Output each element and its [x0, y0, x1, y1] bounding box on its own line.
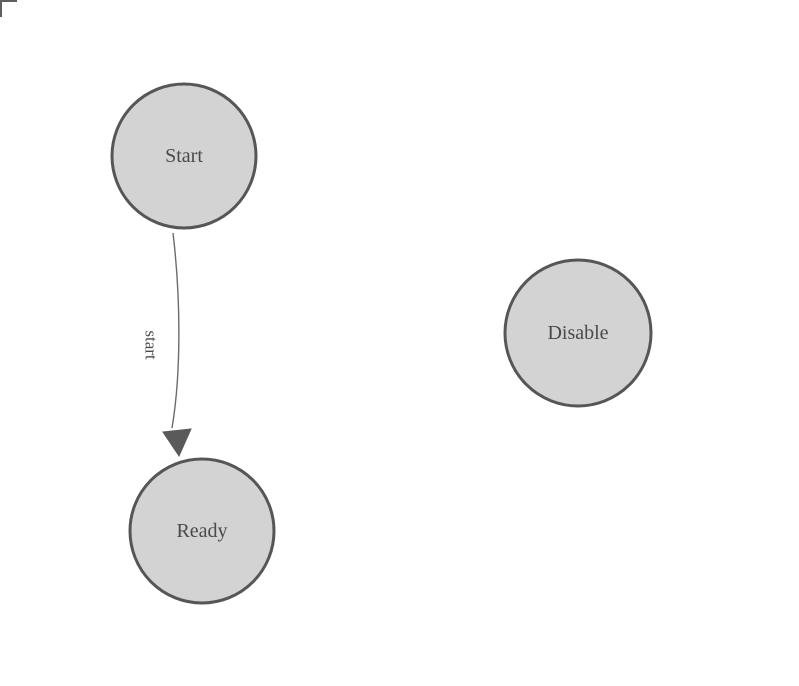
- edge-label[interactable]: start: [142, 330, 161, 360]
- node-disable-label: Disable: [547, 322, 608, 344]
- edge-line[interactable]: [171, 232, 180, 429]
- node-disable[interactable]: Disable: [503, 258, 653, 408]
- arrowhead-icon: [162, 428, 192, 458]
- node-start-circle[interactable]: [110, 82, 258, 230]
- node-disable-circle[interactable]: [503, 258, 653, 408]
- node-ready[interactable]: Ready: [128, 457, 276, 605]
- node-ready-circle[interactable]: [128, 457, 276, 605]
- node-ready-label: Ready: [176, 520, 227, 542]
- paper-origin-corner-mark: [0, 0, 17, 17]
- edge-start-to-ready[interactable]: start: [142, 232, 192, 458]
- node-start-label: Start: [165, 145, 203, 167]
- node-start[interactable]: Start: [110, 82, 258, 230]
